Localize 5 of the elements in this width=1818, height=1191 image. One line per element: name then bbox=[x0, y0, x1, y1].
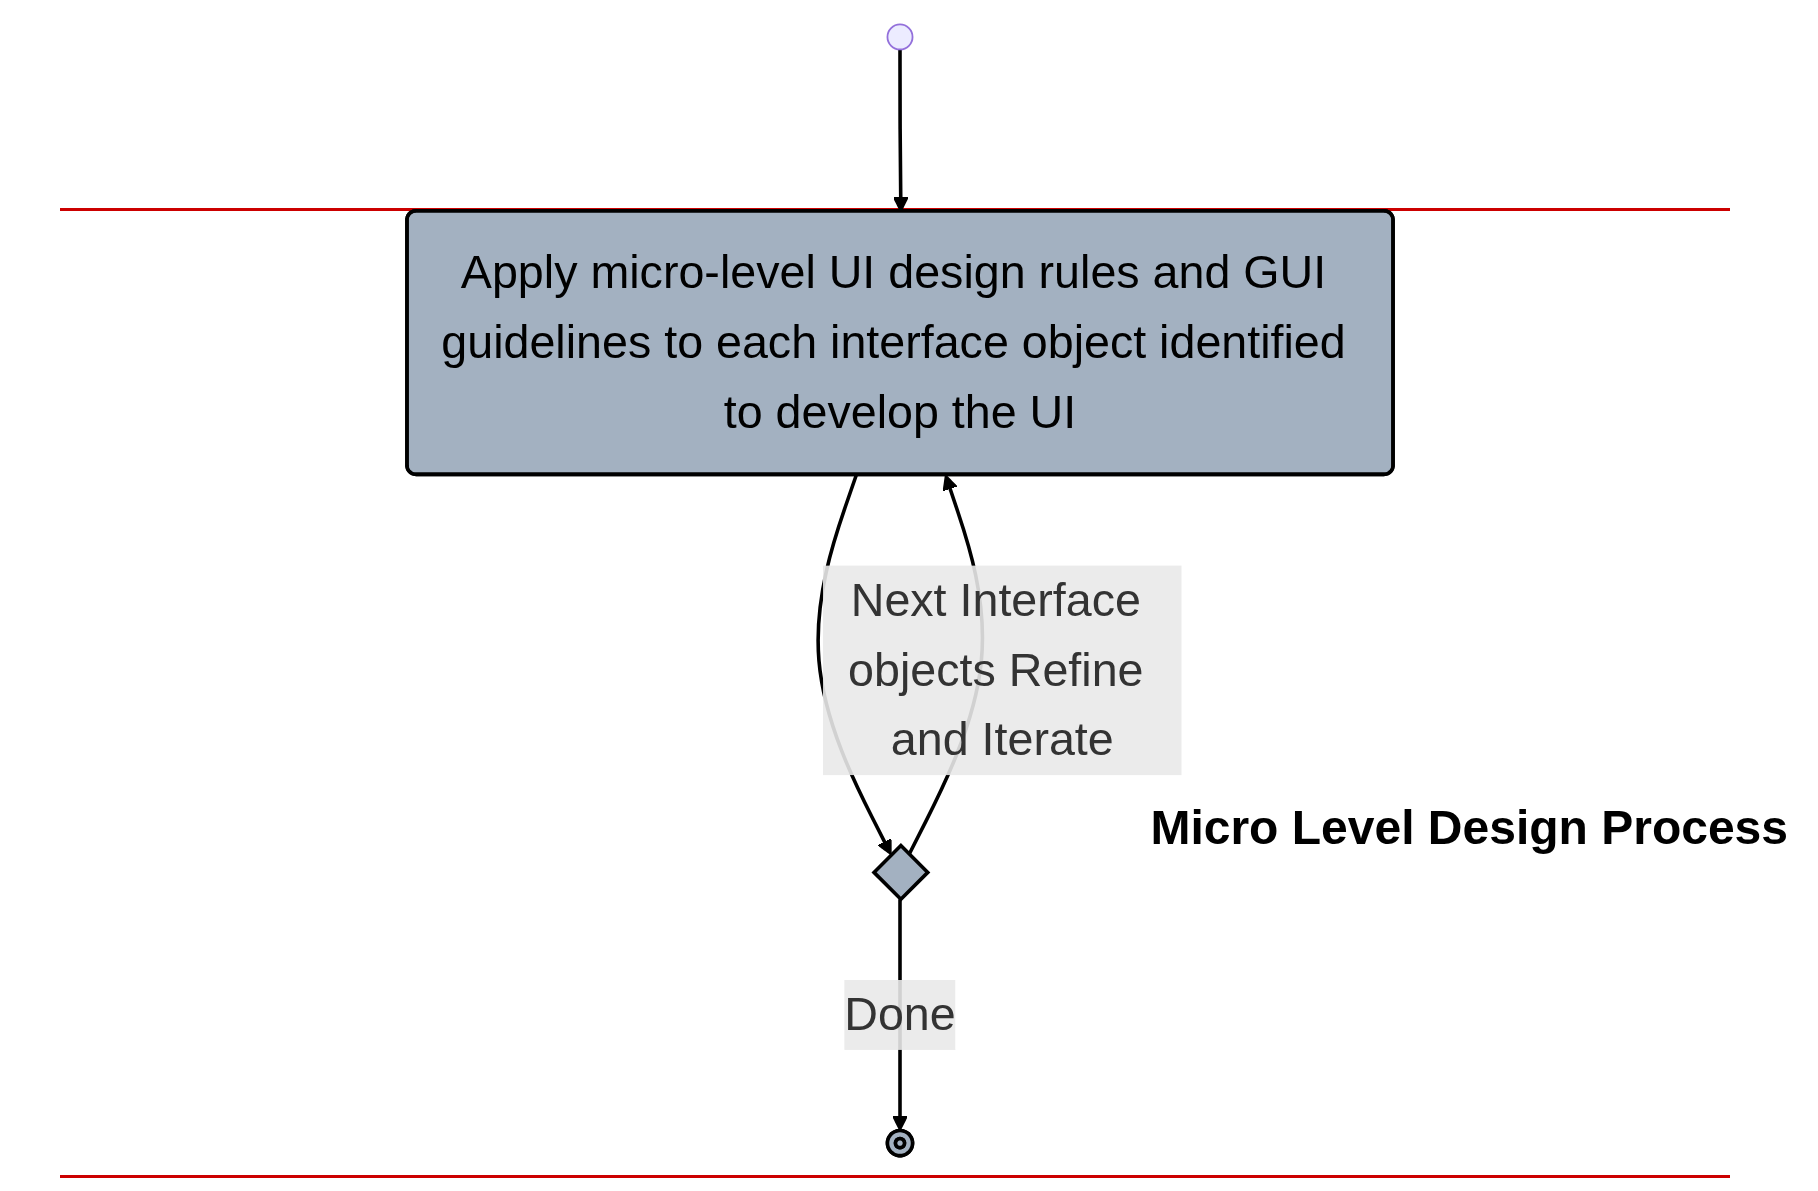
edge-label: Next Interface objects Refine and Iterate bbox=[848, 572, 1144, 767]
diagram-title: Micro Level Design Process bbox=[1150, 800, 1788, 855]
edge-label: Done bbox=[844, 987, 956, 1041]
node-diamond bbox=[871, 842, 931, 902]
node-circle bbox=[886, 23, 914, 51]
